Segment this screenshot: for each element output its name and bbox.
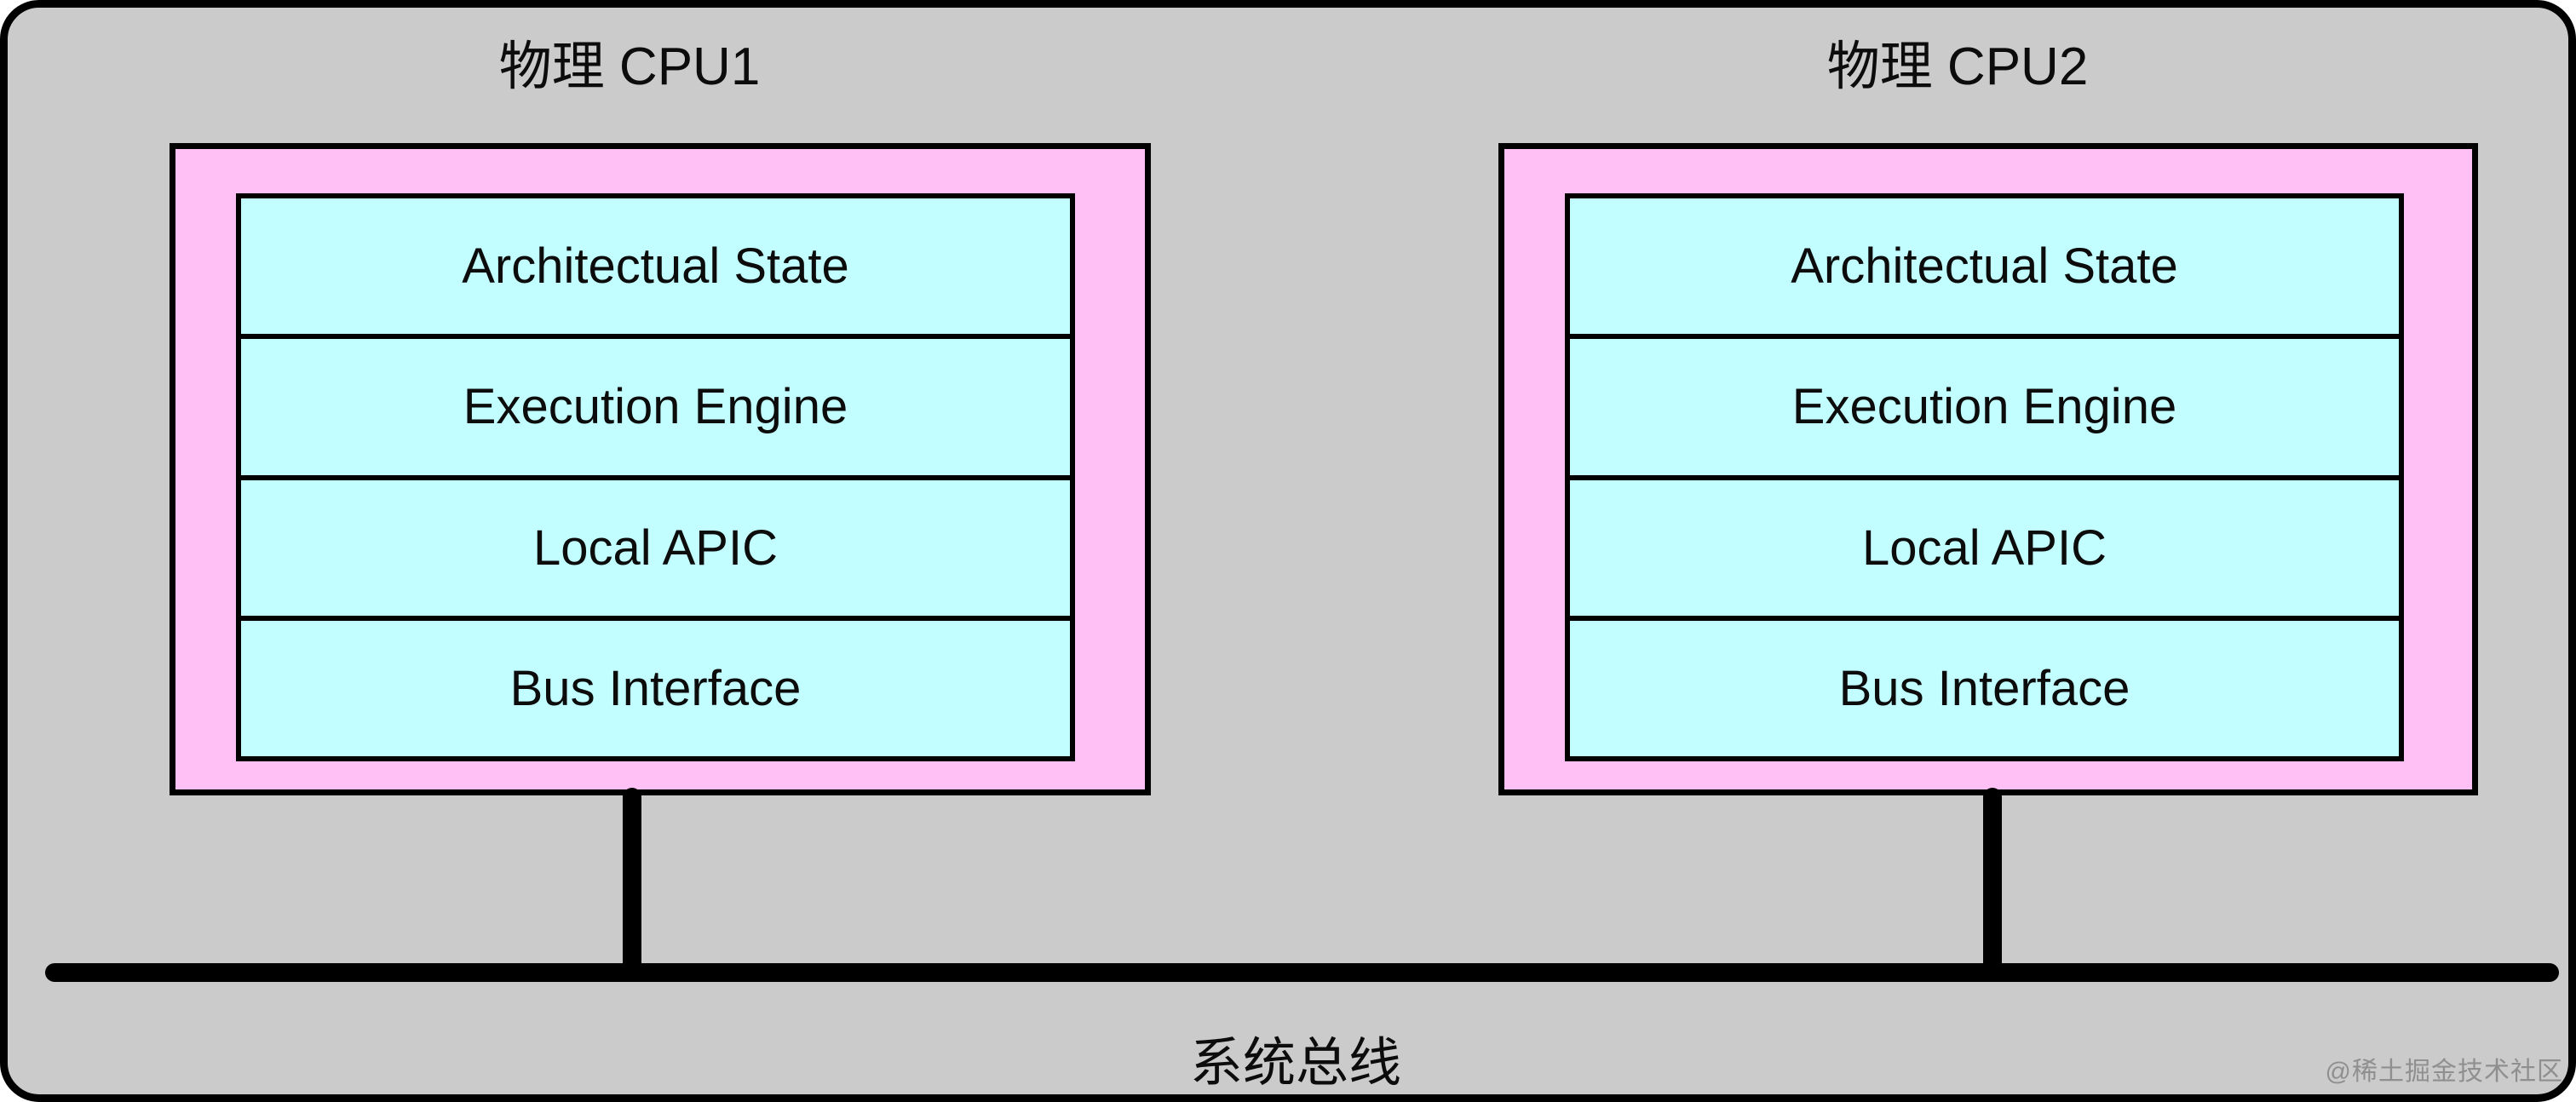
cpu1-layer-local-apic: Local APIC xyxy=(241,479,1070,621)
cpu1-module: Architectual State Execution Engine Loca… xyxy=(170,143,1151,795)
cpu2-layer-architectual-state: Architectual State xyxy=(1570,198,2399,340)
cpu2-bus-connector-line xyxy=(1983,788,2002,980)
cpu2-layer-execution-engine: Execution Engine xyxy=(1570,339,2399,480)
cpu1-layer-execution-engine: Execution Engine xyxy=(241,339,1070,480)
cpu1-layer-stack: Architectual State Execution Engine Loca… xyxy=(236,193,1075,761)
cpu2-layer-local-apic: Local APIC xyxy=(1570,479,2399,621)
cpu2-module: Architectual State Execution Engine Loca… xyxy=(1498,143,2478,795)
system-bus-label: 系统总线 xyxy=(1189,1034,1401,1093)
cpu2-layer-stack: Architectual State Execution Engine Loca… xyxy=(1565,193,2404,761)
cpu1-title: 物理 CPU1 xyxy=(498,37,761,96)
cpu2-title: 物理 CPU2 xyxy=(1826,37,2089,96)
watermark-text: @稀土掘金技术社区 xyxy=(2325,1058,2563,1086)
cpu1-layer-bus-interface: Bus Interface xyxy=(241,620,1070,756)
cpu1-layer-architectual-state: Architectual State xyxy=(241,198,1070,340)
cpu2-layer-bus-interface: Bus Interface xyxy=(1570,620,2399,756)
cpu1-bus-connector-line xyxy=(623,788,641,980)
system-bus-line xyxy=(45,963,2559,982)
